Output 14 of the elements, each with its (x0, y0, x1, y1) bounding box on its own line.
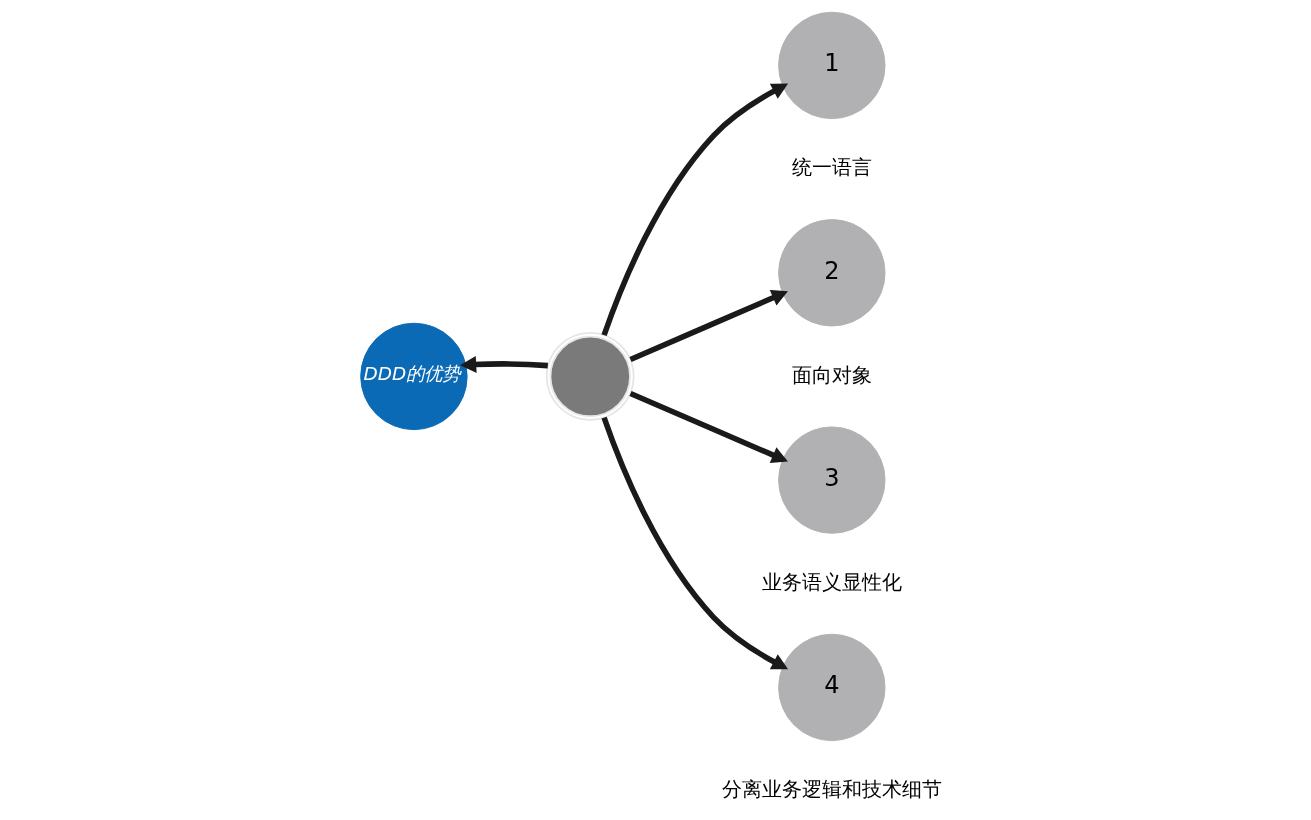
node-circle: 3 (778, 426, 886, 534)
node-circle: DDD的优势 (360, 322, 468, 431)
node-circle: 1 (778, 11, 886, 120)
node-label: 业务语义显性化 (761, 569, 902, 594)
node-label: 统一语言 (791, 155, 872, 180)
arrow (460, 355, 549, 373)
arrow (629, 390, 788, 463)
arrow (601, 416, 789, 670)
node-label: 分离业务逻辑和技术细节 (721, 777, 942, 802)
node-circle: 4 (778, 633, 886, 742)
node-circle: 2 (778, 219, 886, 327)
node-label: 面向对象 (791, 362, 872, 387)
arrow (601, 83, 789, 337)
arrow (629, 290, 788, 362)
